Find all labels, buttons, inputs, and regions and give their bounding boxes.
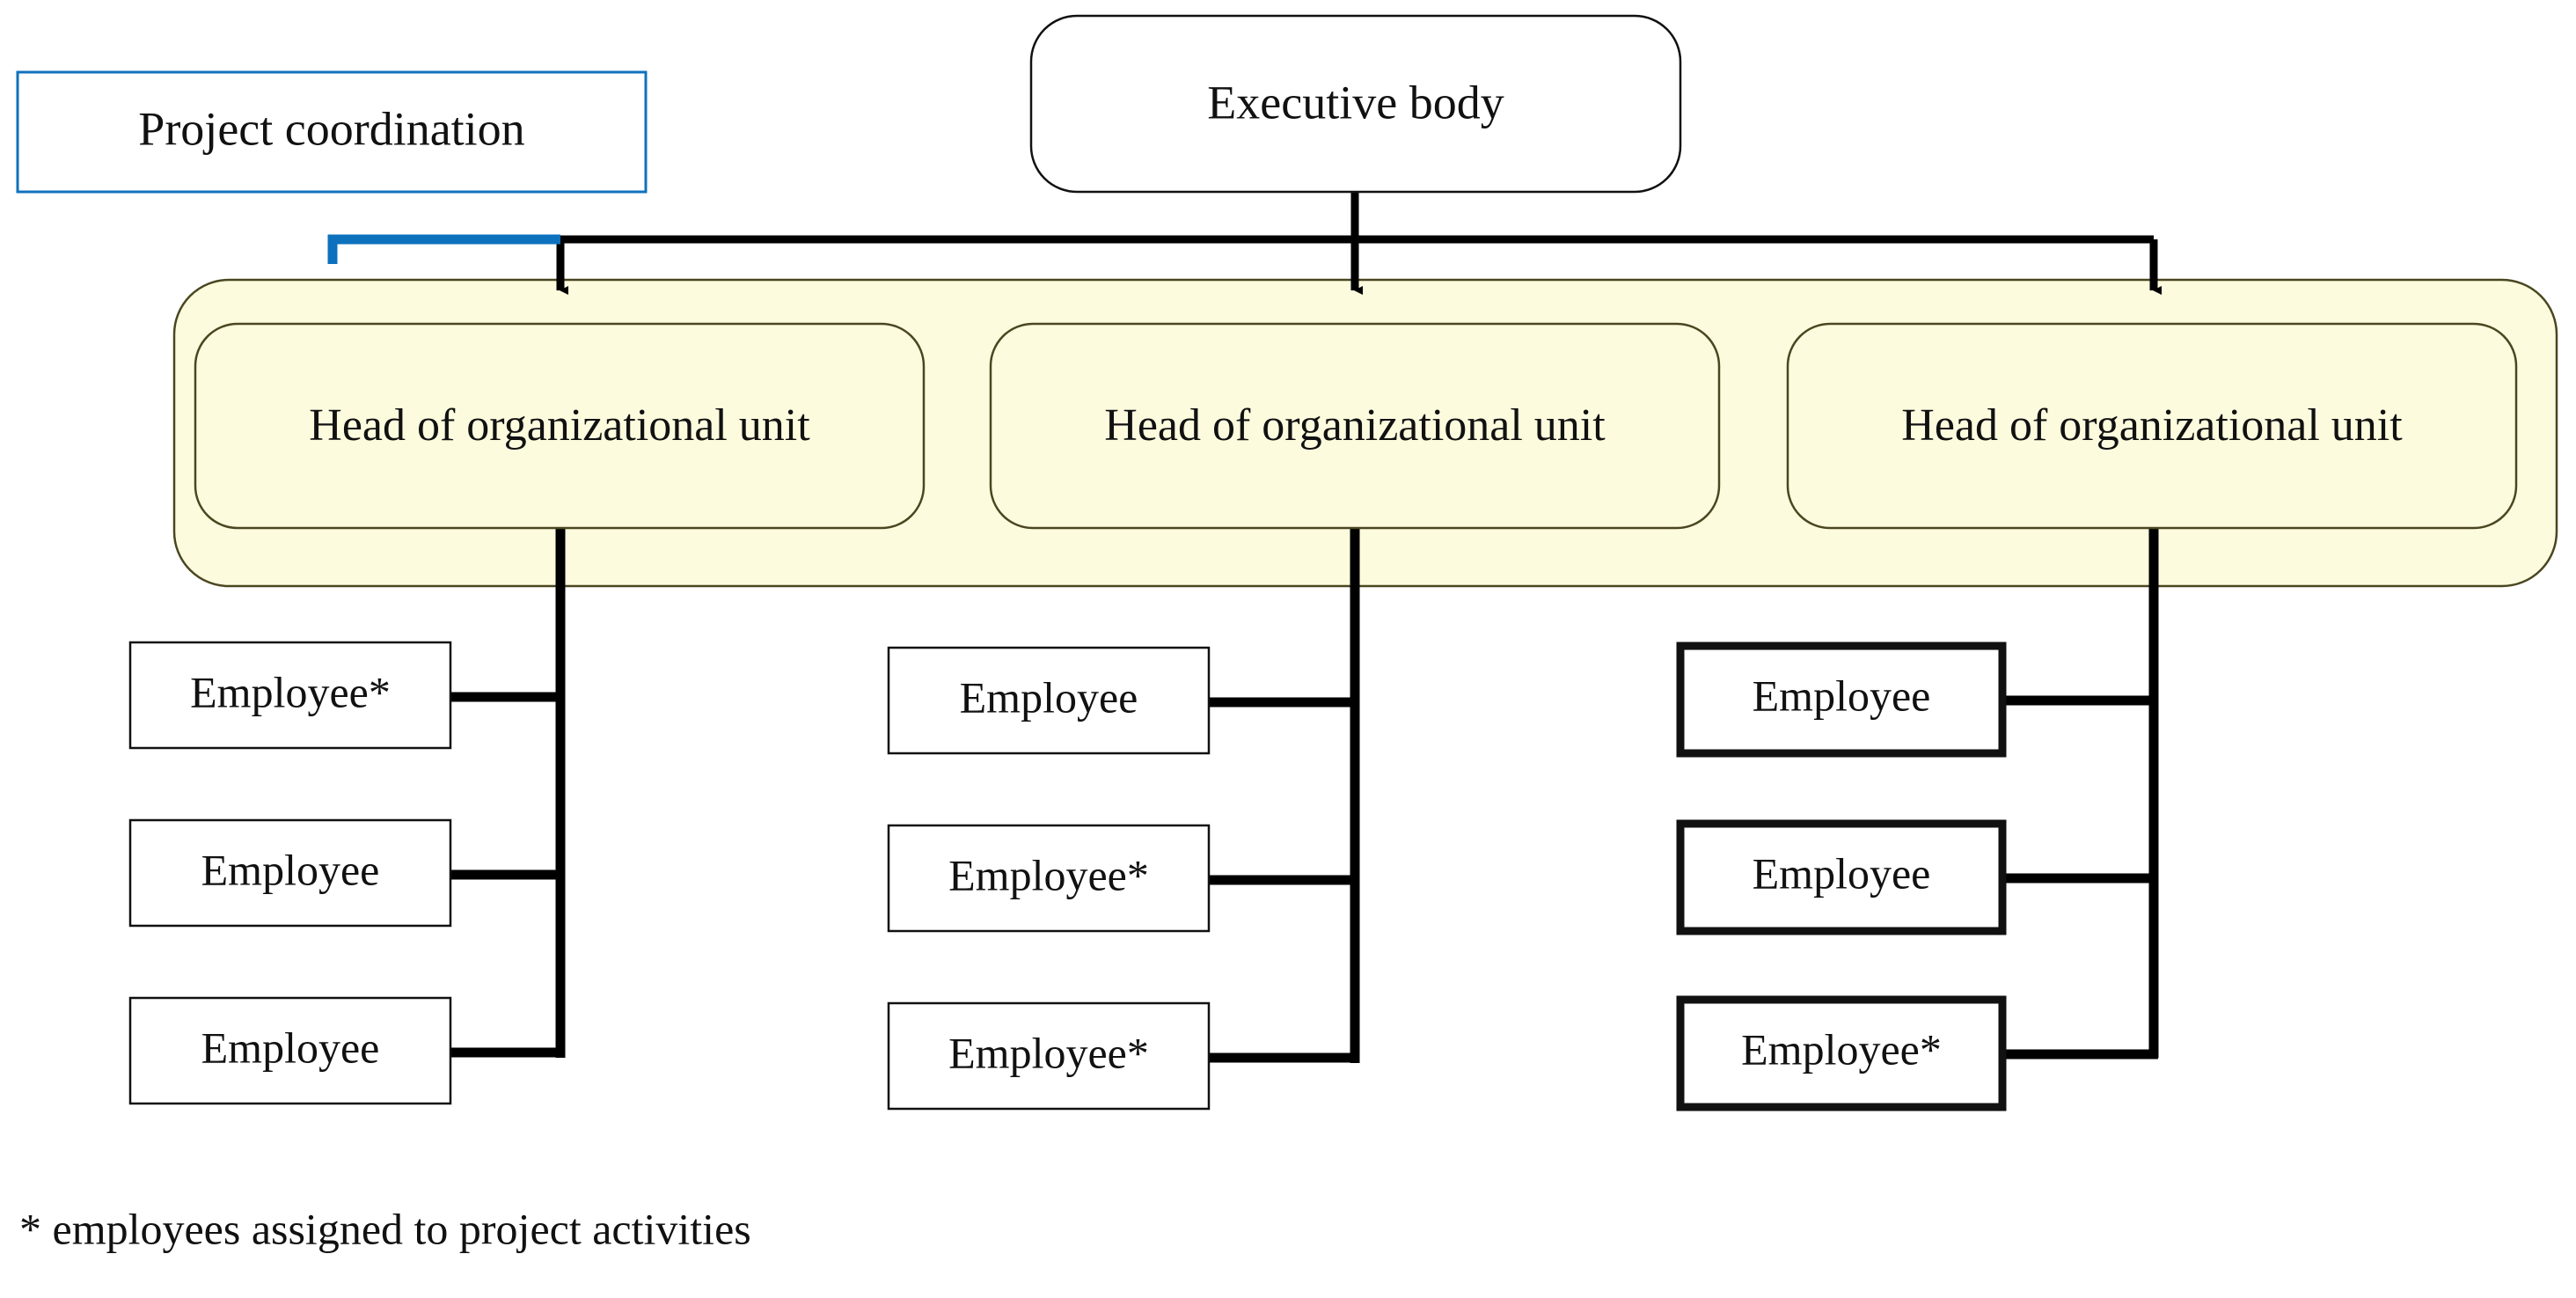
unit-3-employee-2-label: Employee <box>1753 848 1931 898</box>
node-head-unit-1[interactable]: Head of organizational unit <box>194 322 926 530</box>
unit-3-employee-1-box[interactable] <box>1676 642 2007 758</box>
unit-1-employee-1-box[interactable] <box>128 641 452 750</box>
node-project-coordination[interactable]: Project coordination <box>16 70 648 194</box>
unit-2-employee-2-label: Employee* <box>948 850 1149 899</box>
head-unit-1-label: Head of organizational unit <box>309 400 810 451</box>
unit-1-employee-3-box[interactable] <box>128 996 452 1105</box>
unit-1-employee-2-box[interactable] <box>128 818 452 928</box>
executive-body-box[interactable] <box>1029 14 1682 194</box>
node-unit-3-employee-1[interactable]: Employee <box>1676 642 2007 758</box>
unit-1-employee-2-label: Employee <box>201 845 380 894</box>
unit-2-employee-1-box[interactable] <box>887 646 1211 755</box>
node-unit-1-employee-1[interactable]: Employee* <box>128 641 452 750</box>
node-unit-1-employee-3[interactable]: Employee <box>128 996 452 1105</box>
unit-3-employee-3-box[interactable] <box>1676 995 2007 1111</box>
footnote-legend: * employees assigned to project activiti… <box>19 1204 751 1253</box>
node-unit-3-employee-2[interactable]: Employee <box>1676 819 2007 935</box>
unit-3-employee-1-label: Employee <box>1753 671 1931 720</box>
unit-2-employee-2-box[interactable] <box>887 824 1211 933</box>
node-unit-2-employee-3[interactable]: Employee* <box>887 1001 1211 1111</box>
project-coordination-label: Project coordination <box>138 102 524 155</box>
node-unit-2-employee-2[interactable]: Employee* <box>887 824 1211 933</box>
unit-1-employee-3-label: Employee <box>201 1023 380 1072</box>
head-unit-1-box[interactable] <box>194 322 926 530</box>
head-unit-3-box[interactable] <box>1786 322 2518 530</box>
unit-2-employee-1-label: Employee <box>960 672 1138 722</box>
head-unit-2-box[interactable] <box>989 322 1721 530</box>
unit-1-employee-1-label: Employee* <box>190 667 391 716</box>
node-head-unit-2[interactable]: Head of organizational unit <box>989 322 1721 530</box>
head-unit-3-label: Head of organizational unit <box>1901 400 2403 451</box>
connector-project-coordination <box>327 234 560 264</box>
node-unit-1-employee-2[interactable]: Employee <box>128 818 452 928</box>
unit-3-employee-2-box[interactable] <box>1676 819 2007 935</box>
node-unit-2-employee-1[interactable]: Employee <box>887 646 1211 755</box>
unit-3-employee-3-label: Employee* <box>1741 1024 1942 1074</box>
node-head-unit-3[interactable]: Head of organizational unit <box>1786 322 2518 530</box>
node-unit-3-employee-3[interactable]: Employee* <box>1676 995 2007 1111</box>
unit-2-employee-3-label: Employee* <box>948 1028 1149 1077</box>
executive-body-label: Executive body <box>1207 76 1504 128</box>
node-executive-body[interactable]: Executive body <box>1029 14 1682 194</box>
unit-2-employee-3-box[interactable] <box>887 1001 1211 1111</box>
project-coordination-box[interactable] <box>16 70 648 194</box>
head-unit-2-label: Head of organizational unit <box>1104 400 1606 451</box>
